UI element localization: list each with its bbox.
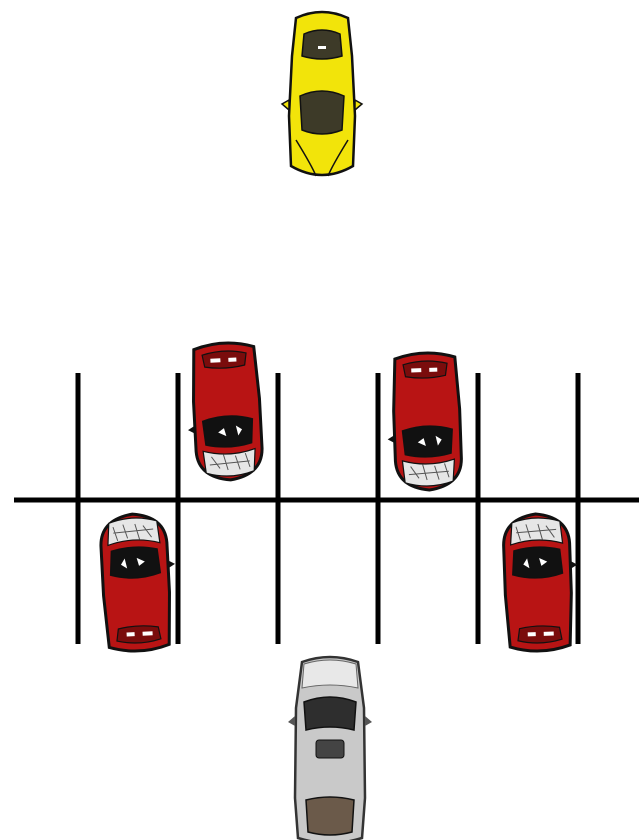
parked-car-bottom-slot-5 (503, 513, 581, 652)
parked-car-top-slot-4 (385, 352, 463, 491)
player-car[interactable] (282, 12, 362, 176)
sedan-car (288, 657, 372, 840)
